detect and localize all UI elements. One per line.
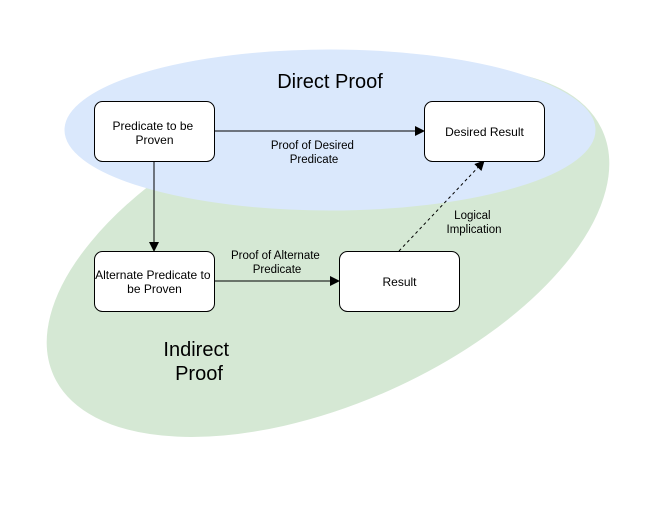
proof-desired-label-line-2: Predicate xyxy=(290,154,339,166)
alternate-predicate-node-label-line-2: be Proven xyxy=(127,282,182,296)
predicate-node[interactable]: Predicate to be Proven xyxy=(94,101,215,162)
direct-proof-title: Direct Proof xyxy=(277,71,383,93)
predicate-node-label-line-2: Proven xyxy=(135,133,173,147)
proof-desired-label: Proof of Desired Predicate xyxy=(271,140,357,166)
logical-implication-label-line-2: Implication xyxy=(447,224,502,236)
result-node-box xyxy=(339,251,460,312)
logical-implication-label-line-1: Logical xyxy=(454,210,490,222)
desired-result-node-label: Desired Result xyxy=(445,125,524,139)
predicate-node-label-line-1: Predicate to be xyxy=(112,119,193,133)
proof-desired-label-line-1: Proof of Desired xyxy=(271,140,354,152)
result-node[interactable]: Result xyxy=(339,251,460,312)
desired-result-node[interactable]: Desired Result xyxy=(424,101,545,162)
predicate-node-box xyxy=(94,101,215,162)
indirect-proof-title: Indirect Proof xyxy=(163,339,234,385)
predicate-node-label: Predicate to be Proven xyxy=(112,119,196,147)
proof-alternate-label-line-2: Predicate xyxy=(253,264,302,276)
result-node-label: Result xyxy=(382,275,417,289)
proof-alternate-label-line-1: Proof of Alternate xyxy=(231,250,320,262)
logical-implication-arrow xyxy=(398,160,485,252)
alternate-predicate-node-label-line-1: Alternate Predicate to xyxy=(95,268,211,282)
desired-result-node-box xyxy=(424,101,545,162)
alternate-predicate-node-box xyxy=(94,251,215,312)
alternate-predicate-node[interactable]: Alternate Predicate to be Proven xyxy=(94,251,215,312)
alternate-predicate-node-label: Alternate Predicate to be Proven xyxy=(95,268,214,296)
proof-alternate-label: Proof of Alternate Predicate xyxy=(231,250,323,276)
direct-proof-region xyxy=(64,49,596,211)
indirect-proof-title-line-1: Indirect xyxy=(163,339,229,361)
logical-implication-label: Logical Implication xyxy=(447,210,502,236)
indirect-proof-title-line-2: Proof xyxy=(175,363,223,385)
